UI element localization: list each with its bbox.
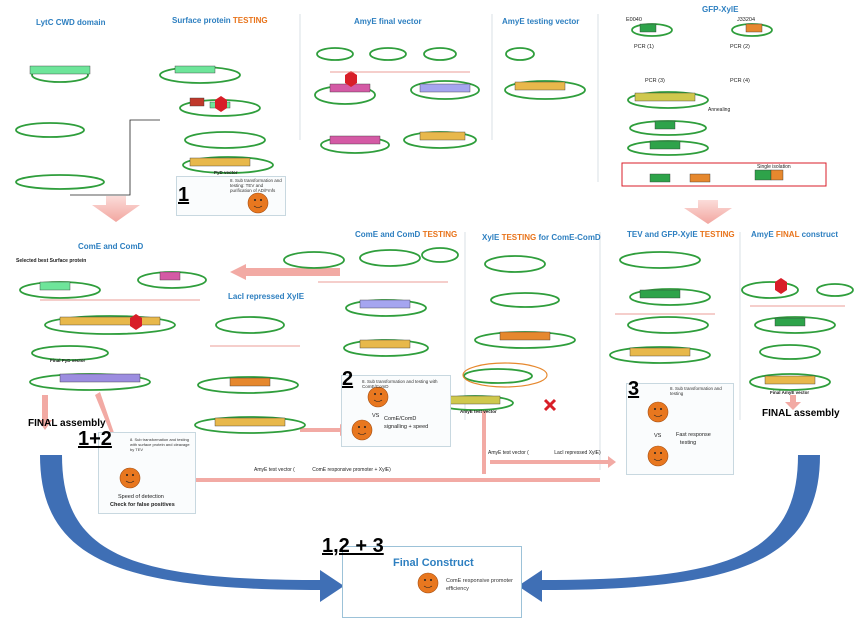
label-pcr1: PCR (1)	[634, 44, 654, 50]
promoter-efficiency-b: efficiency	[446, 586, 469, 592]
panel-sub-transform-12	[98, 432, 196, 514]
panel-sub-transform-3	[626, 383, 734, 475]
amye-test-vector-row-label: AmyE test vector (	[254, 467, 295, 473]
title-amye-final-construct-b: FINAL	[775, 230, 800, 239]
title-laci: LacI repressed XylE	[228, 292, 305, 301]
title-final-construct: Final Construct	[393, 557, 474, 569]
title-come-comd-testing: ComE and ComD TESTING	[355, 230, 457, 239]
label-pyd-vector: PyD vector	[214, 170, 238, 175]
step-number-1-2: 1+2	[78, 428, 112, 450]
title-amye-final-vector: AmyE final vector	[354, 17, 422, 26]
speed-detection-a: Speed of detection	[118, 494, 164, 500]
step-number-2: 2	[342, 368, 354, 390]
sub-transform-text-12: 8. Sub transformation and testing with s…	[130, 437, 190, 452]
title-come-comd-testing-a: ComE and ComD	[355, 230, 421, 239]
title-xyle-testing-a: XylE	[482, 233, 500, 242]
title-xyle-testing: XylE TESTING for ComE-ComD	[482, 233, 601, 242]
title-surface-protein: Surface protein TESTING	[172, 16, 268, 25]
label-e0040: E0040	[626, 17, 642, 23]
title-tev-gfp-b: TESTING	[699, 230, 735, 239]
label-pcr3: PCR (3)	[645, 78, 665, 84]
label-pcr4: PCR (4)	[730, 78, 750, 84]
label-single-isolation: Single isolation	[757, 164, 791, 170]
title-amye-final-construct: AmyE FINAL construct	[751, 230, 838, 239]
title-lytc: LytC CWD domain	[36, 18, 106, 27]
label-final-amye-vector: Final AmyE vector	[770, 390, 810, 395]
title-surface-text: Surface protein	[172, 16, 231, 25]
label-j33204: J33204	[737, 17, 756, 23]
label-amye-test-vector: AmyE test vector	[460, 409, 497, 414]
title-gfp-xyle: GFP-XylE	[702, 5, 739, 14]
right-blue-arrow	[518, 455, 820, 602]
title-xyle-testing-c: for ComE-ComD	[538, 233, 601, 242]
promoter-efficiency-a: ComE responsive promoter	[446, 578, 513, 584]
pink-arrow-right	[684, 200, 732, 224]
vs-label-3: VS	[654, 433, 662, 439]
laci-row-label: LacI repressed XylE)	[554, 450, 601, 456]
fast-response-b: testing	[680, 440, 697, 446]
amye-test-vector-row-label-2: AmyE test vector (	[488, 450, 529, 456]
label-annealing: Annealing	[708, 107, 731, 113]
title-amye-final-construct-a: AmyE	[751, 230, 774, 239]
title-amye-testing-vector: AmyE testing vector	[502, 17, 580, 26]
label-selected-surface: Selected best Surface protein	[16, 258, 87, 264]
label-pcr2: PCR (2)	[730, 44, 750, 50]
come-responsive-row-label: ComE responsive promoter + XylE)	[312, 467, 391, 473]
fast-response-a: Fast response	[676, 432, 711, 438]
title-tev-gfp-a: TEV and GFP-XylE	[627, 230, 698, 239]
amye-test-vector-row-left: AmyE test vector ( ComE responsive promo…	[254, 467, 391, 473]
amye-test-vector-row-right: AmyE test vector ( LacI repressed XylE)	[488, 450, 601, 456]
final-assembly-right: FINAL assembly	[762, 408, 840, 419]
title-xyle-testing-b: TESTING	[501, 233, 537, 242]
vs-label-2: VS	[372, 413, 380, 419]
sub-transform-text-3: 8. Sub transformation and testing	[670, 386, 722, 396]
step-number-3: 3	[628, 378, 640, 400]
step-number-1-2-3: 1,2 + 3	[322, 535, 384, 557]
pink-arrow-left	[92, 196, 140, 222]
final-assembly-left: FINAL assembly	[28, 418, 106, 429]
sub-transform-text-2: 8. Sub transformation and testing with C…	[362, 379, 438, 389]
come-comd-signal-a: ComE/ComD	[384, 416, 417, 422]
sub-transform-text-1: 8. Sub transformation and testing: TEV a…	[230, 178, 282, 193]
title-come-comd: ComE and ComD	[78, 242, 144, 251]
speed-detection-b: Check for false positives	[110, 502, 175, 508]
title-come-comd-testing-b: TESTING	[422, 230, 458, 239]
left-blue-arrow	[40, 455, 344, 602]
title-amye-final-construct-c: construct	[801, 230, 839, 239]
come-comd-signal-b: signalling + speed	[384, 424, 429, 430]
label-final-pyd-vector: Final PyD vector	[50, 358, 86, 363]
step-number-1: 1	[178, 184, 190, 206]
title-surface-testing: TESTING	[232, 16, 268, 25]
title-tev-gfp: TEV and GFP-XylE TESTING	[627, 230, 735, 239]
